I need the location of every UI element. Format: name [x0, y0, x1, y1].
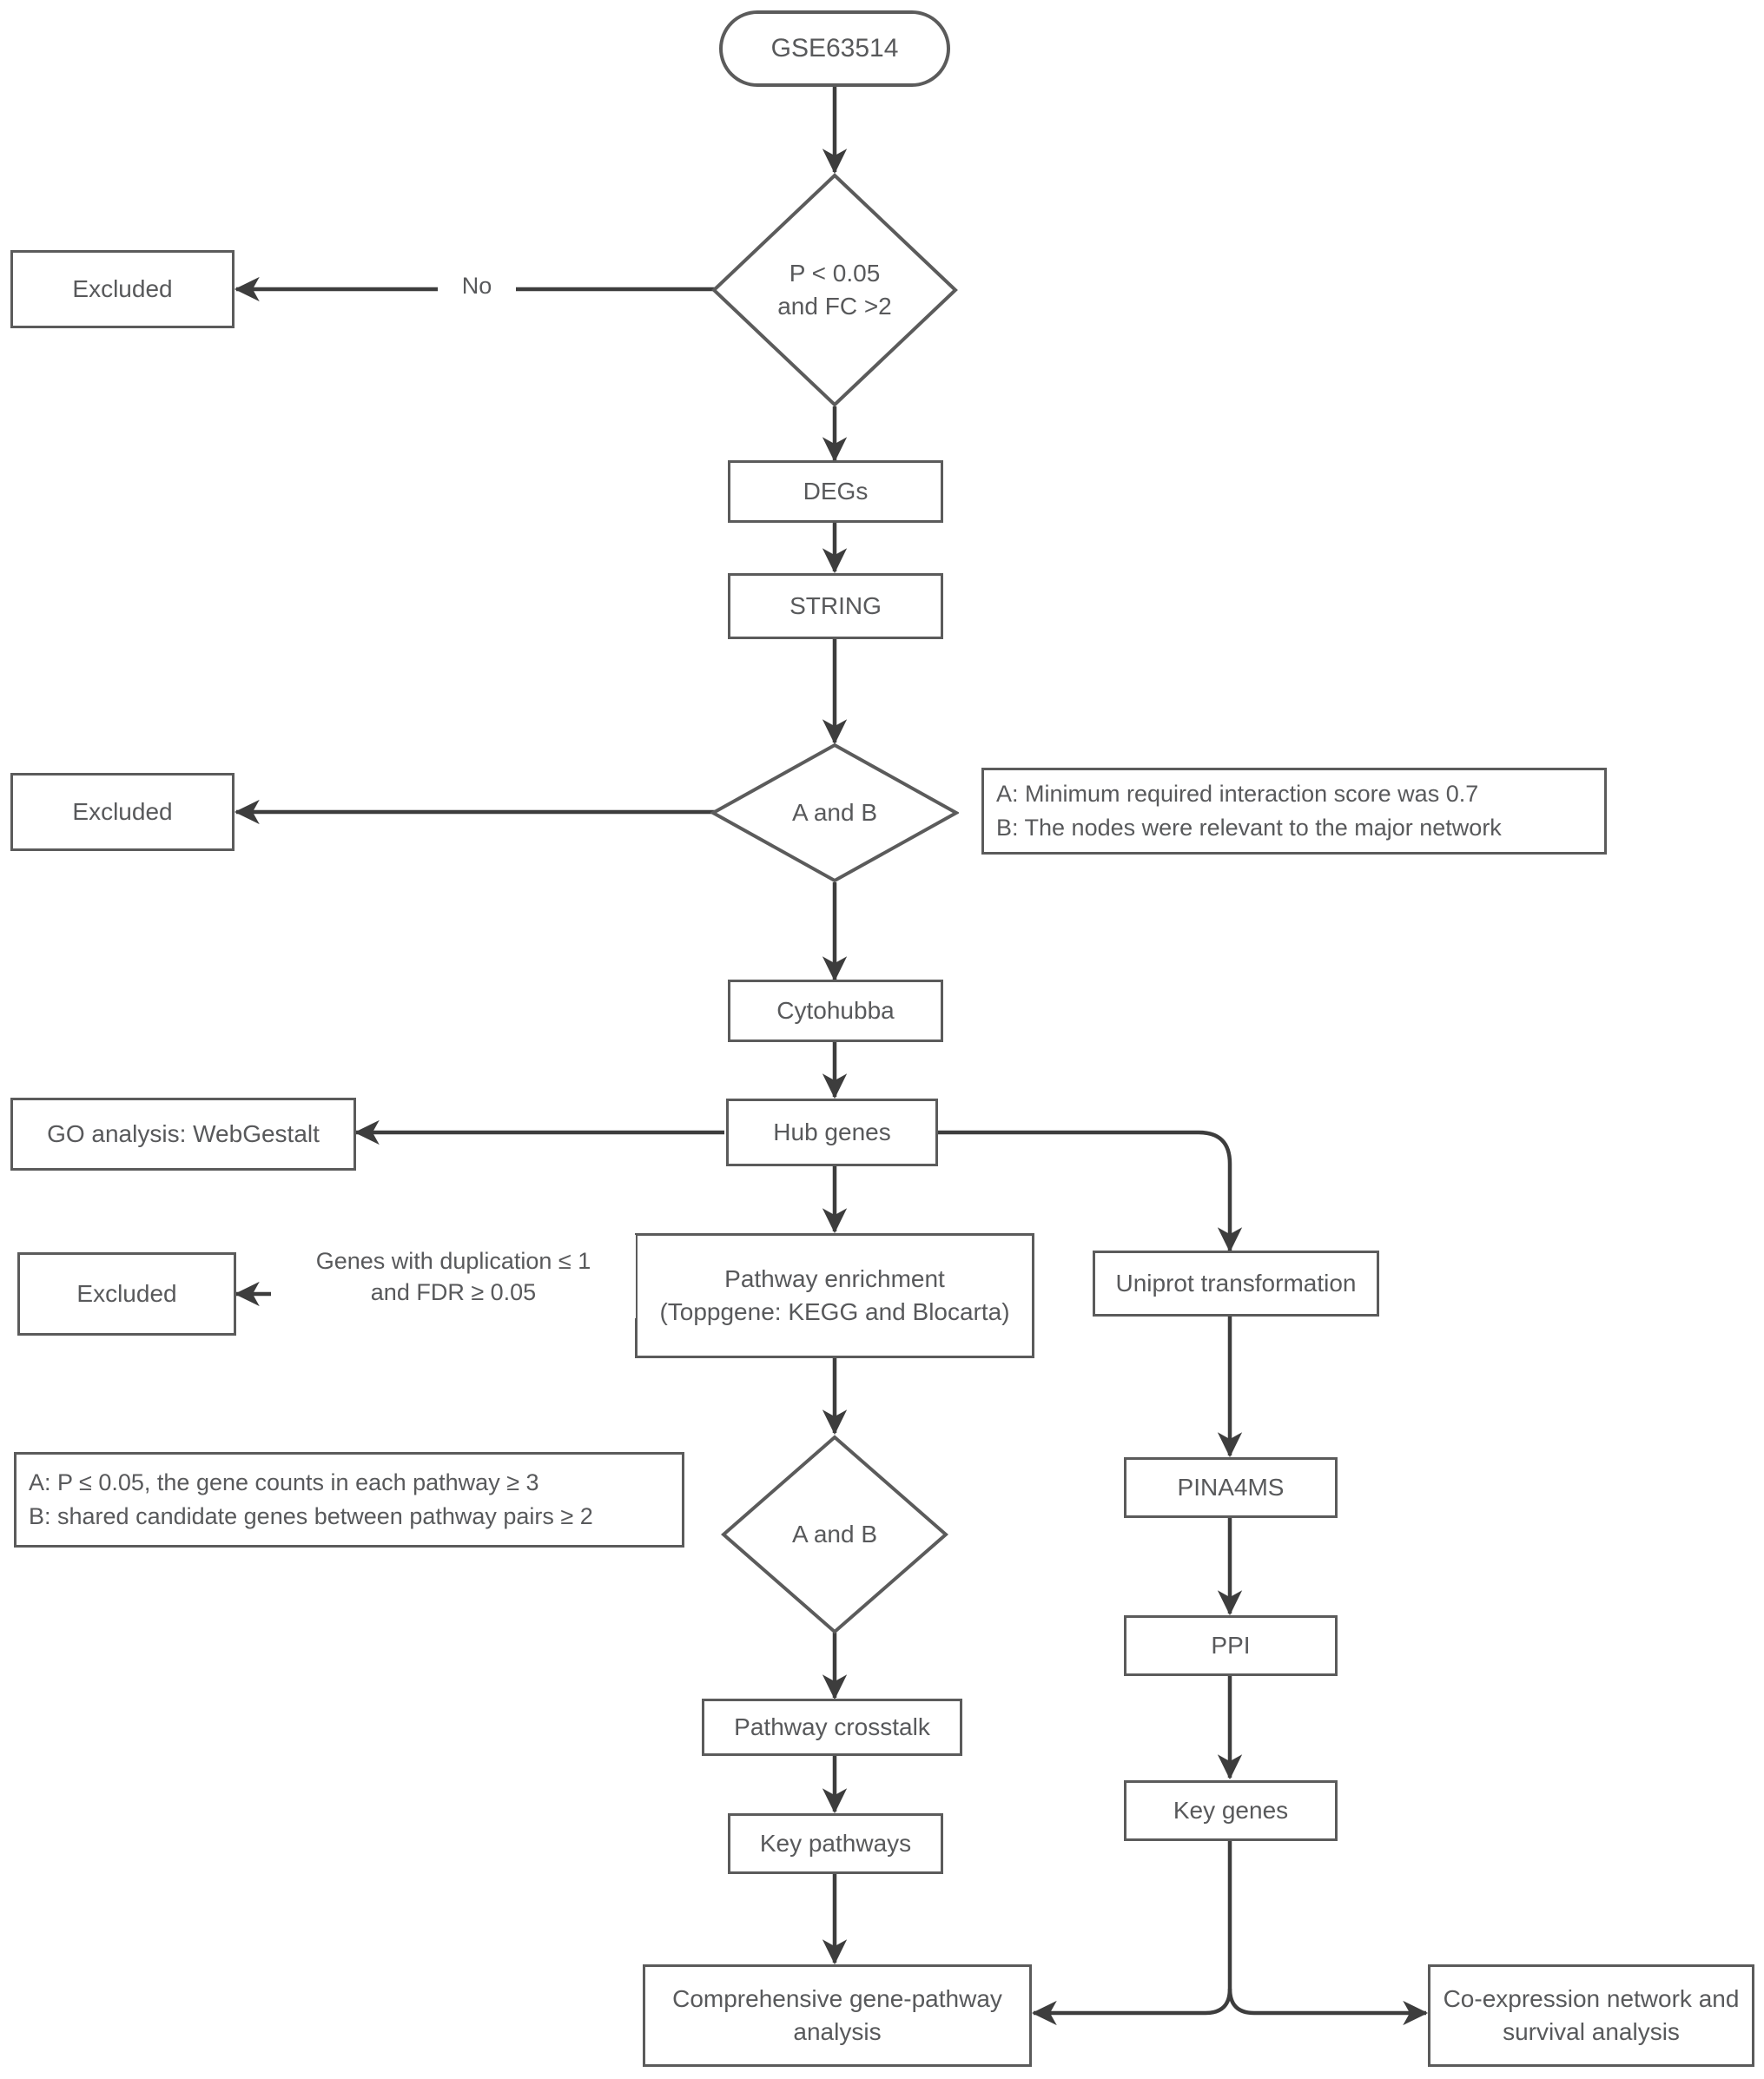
node-ppi-label: PPI	[1211, 1632, 1251, 1660]
node-excluded2[interactable]: Excluded	[10, 773, 235, 851]
node-pathway-crosstalk[interactable]: Pathway crosstalk	[702, 1699, 962, 1756]
decision1-shape	[711, 173, 958, 407]
node-decision2[interactable]: A and B	[710, 742, 959, 883]
node-coexpression-label: Co-expression network and survival analy…	[1443, 1985, 1740, 2045]
node-start[interactable]: GSE63514	[719, 10, 950, 87]
node-go-analysis-label: GO analysis: WebGestalt	[47, 1120, 320, 1148]
node-decision3-label: A and B	[791, 1521, 878, 1548]
edge-hubgenes-to-uniprot	[937, 1130, 1243, 1253]
node-hubgenes[interactable]: Hub genes	[726, 1099, 938, 1166]
node-coexpression[interactable]: Co-expression network and survival analy…	[1428, 1964, 1754, 2067]
node-pathway-enrichment-label: Pathway enrichment (Toppgene: KEGG and B…	[659, 1265, 1010, 1325]
edge-label-dup-fdr: Genes with duplication ≤ 1 and FDR ≥ 0.0…	[271, 1235, 636, 1318]
node-uniprot[interactable]: Uniprot transformation	[1093, 1251, 1379, 1317]
edge-keygenes-to-coexpression	[1227, 1988, 1429, 2026]
node-cytohubba-label: Cytohubba	[776, 997, 895, 1025]
edge-label-no-text: No	[461, 272, 492, 299]
node-excluded1-label: Excluded	[72, 275, 173, 303]
edge-keygenes-to-comprehensive	[1031, 1988, 1232, 2026]
node-decision2-label: A and B	[791, 799, 878, 827]
node-string[interactable]: STRING	[728, 573, 943, 639]
node-cytohubba[interactable]: Cytohubba	[728, 980, 943, 1042]
node-key-genes-label: Key genes	[1173, 1797, 1289, 1825]
node-excluded3-label: Excluded	[76, 1280, 177, 1308]
node-key-pathways[interactable]: Key pathways	[728, 1813, 943, 1874]
node-ppi[interactable]: PPI	[1124, 1615, 1338, 1676]
node-pathway-crosstalk-label: Pathway crosstalk	[734, 1713, 930, 1741]
node-decision1[interactable]: P < 0.05 and FC >2	[710, 172, 959, 408]
node-comprehensive-label: Comprehensive gene-pathway analysis	[672, 1985, 1002, 2045]
node-excluded3[interactable]: Excluded	[17, 1252, 236, 1336]
node-decision3[interactable]: A and B	[721, 1435, 948, 1634]
edge-label-dup-fdr-text: Genes with duplication ≤ 1 and FDR ≥ 0.0…	[315, 1247, 591, 1305]
edge-label-no: No	[438, 266, 516, 306]
node-start-label: GSE63514	[770, 33, 899, 63]
note-ab-pathway: A: P ≤ 0.05, the gene counts in each pat…	[14, 1452, 684, 1548]
note-ab-string-label: A: Minimum required interaction score wa…	[996, 780, 1502, 841]
node-hubgenes-label: Hub genes	[773, 1119, 891, 1146]
node-excluded1[interactable]: Excluded	[10, 250, 235, 328]
node-key-pathways-label: Key pathways	[759, 1830, 912, 1858]
node-uniprot-label: Uniprot transformation	[1115, 1270, 1357, 1297]
node-pathway-enrichment[interactable]: Pathway enrichment (Toppgene: KEGG and B…	[635, 1233, 1034, 1358]
node-degs[interactable]: DEGs	[728, 460, 943, 523]
decision3-shape	[721, 1435, 948, 1634]
node-excluded2-label: Excluded	[72, 798, 173, 826]
node-comprehensive[interactable]: Comprehensive gene-pathway analysis	[643, 1964, 1032, 2067]
node-pina4ms-label: PINA4MS	[1177, 1474, 1285, 1502]
node-key-genes[interactable]: Key genes	[1124, 1780, 1338, 1841]
node-degs-label: DEGs	[803, 478, 869, 505]
note-ab-pathway-label: A: P ≤ 0.05, the gene counts in each pat…	[29, 1468, 593, 1529]
node-go-analysis[interactable]: GO analysis: WebGestalt	[10, 1098, 356, 1171]
node-string-label: STRING	[790, 592, 882, 620]
decision2-shape	[710, 742, 959, 883]
node-pina4ms[interactable]: PINA4MS	[1124, 1457, 1338, 1518]
node-decision1-label: P < 0.05 and FC >2	[777, 260, 892, 320]
note-ab-string: A: Minimum required interaction score wa…	[981, 768, 1607, 855]
